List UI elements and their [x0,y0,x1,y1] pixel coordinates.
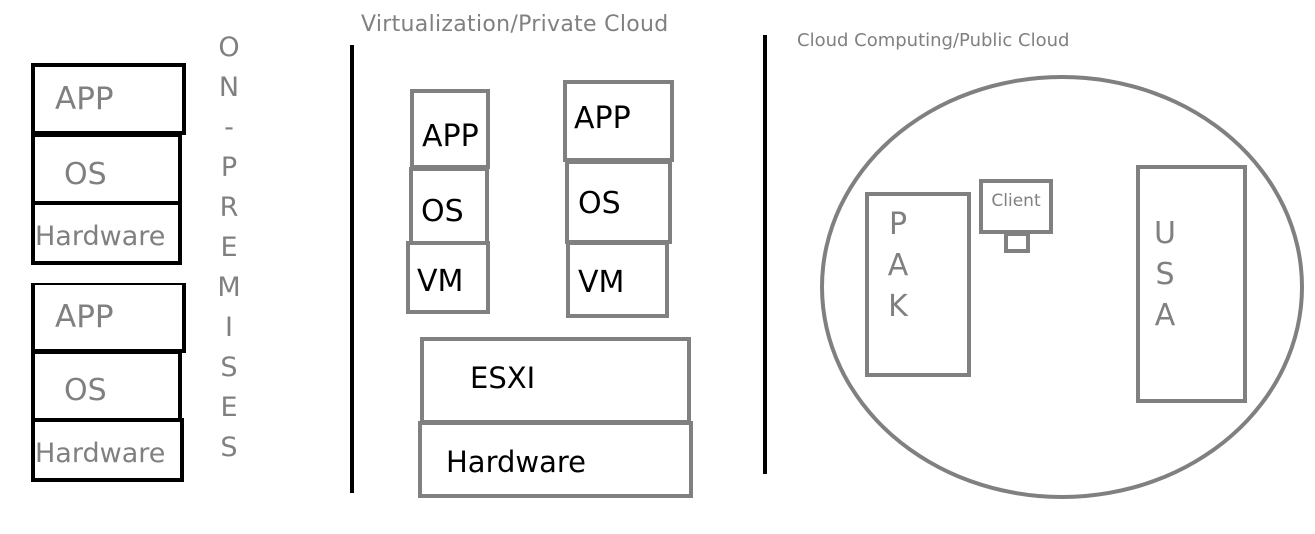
onprem-app-box-2: APP [31,283,186,353]
vm2-vm-label: VM [578,265,625,300]
vm1-vm-box: VM [406,241,490,314]
onprem-os-label-2: OS [64,372,107,408]
esxi-label: ESXI [470,360,536,395]
virtualization-hardware-label: Hardware [446,444,587,479]
client-monitor-stand [1004,232,1030,253]
vm1-os-label: OS [421,193,464,229]
vm2-os-label: OS [578,185,621,221]
virtualization-hardware-box: Hardware [418,421,693,498]
vm2-app-label: APP [574,100,631,136]
vm1-app-box: APP [410,89,490,169]
onprem-hardware-label-2: Hardware [35,437,166,469]
usa-region-label: U S A [1154,216,1176,333]
client-label: Client [991,191,1041,211]
onprem-os-box-1: OS [31,133,182,205]
pak-region-box: P A K [865,192,971,377]
pak-region-label: P A K [887,207,909,324]
onprem-app-label-2: APP [55,299,114,335]
onprem-app-box-1: APP [31,63,186,135]
virtualization-title: Virtualization/Private Cloud [361,12,669,37]
vm1-vm-label: VM [417,264,464,299]
onprem-app-label-1: APP [55,81,114,117]
vm2-os-box: OS [565,160,672,244]
public-cloud-title: Cloud Computing/Public Cloud [797,30,1070,51]
divider-line-1 [350,45,354,493]
onprem-os-label-1: OS [64,156,107,192]
onprem-hardware-label-1: Hardware [35,220,166,252]
usa-region-box: U S A [1136,165,1247,403]
esxi-box: ESXI [420,337,691,424]
vm2-app-box: APP [563,80,674,162]
onprem-hardware-box-2: Hardware [31,418,184,482]
onprem-hardware-box-1: Hardware [31,201,182,265]
on-premises-vertical-label: O N - P R E M I S E S [217,32,241,463]
onprem-os-box-2: OS [31,350,182,422]
vm1-os-box: OS [409,167,489,245]
divider-line-2 [763,35,767,474]
client-monitor-icon: Client [979,179,1053,234]
cloud-circle [820,75,1304,499]
vm1-app-label: APP [422,118,479,154]
vm2-vm-box: VM [566,241,669,318]
